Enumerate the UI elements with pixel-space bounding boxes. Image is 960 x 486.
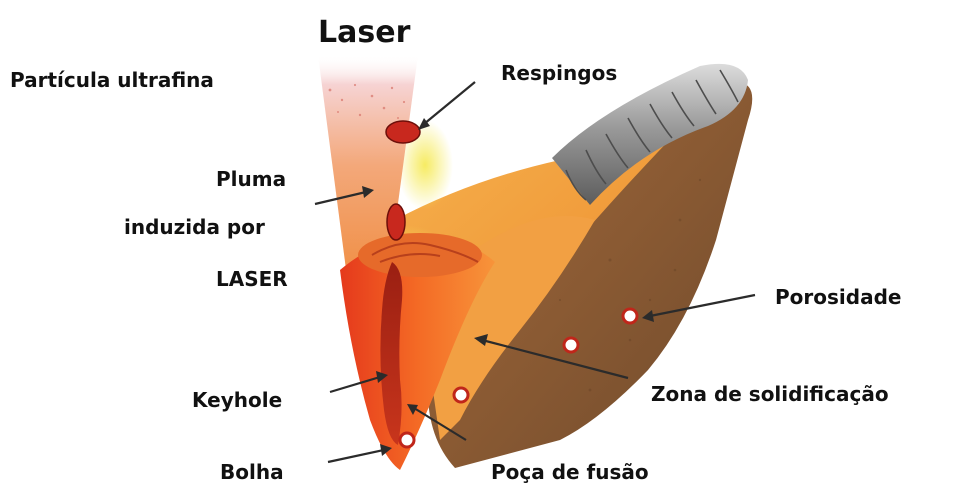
bubble-pore <box>400 433 414 447</box>
label-plume-line1: Pluma <box>216 167 286 191</box>
label-melt-pool: Poça de fusão <box>491 460 649 484</box>
spatter-droplet <box>386 121 420 143</box>
label-bubble: Bolha <box>220 460 284 484</box>
pore-3 <box>623 309 637 323</box>
pore-1 <box>454 388 468 402</box>
label-ultrafine-particle: Partícula ultrafina <box>10 68 214 92</box>
pore-2 <box>564 338 578 352</box>
label-plume-line3: LASER <box>216 267 288 291</box>
label-keyhole: Keyhole <box>192 388 282 412</box>
label-laser: Laser <box>318 15 411 50</box>
label-spatter: Respingos <box>501 61 617 85</box>
plume-droplet <box>387 204 405 240</box>
label-porosity: Porosidade <box>775 285 901 309</box>
label-solidification-zone: Zona de solidificação <box>651 382 889 406</box>
label-plume-line2: induzida por <box>124 215 265 239</box>
